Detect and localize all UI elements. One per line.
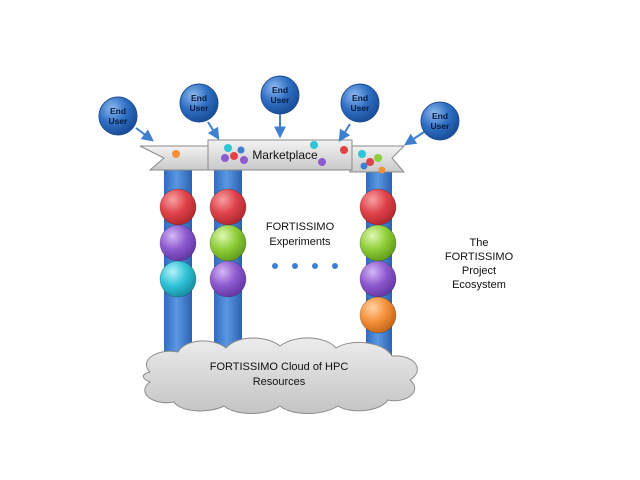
- red-ball: [209, 188, 247, 226]
- hpc-cloud: [142, 337, 418, 414]
- ribbon-dot: [366, 158, 374, 166]
- ribbon-dot: [310, 141, 318, 149]
- orange-ball: [359, 296, 397, 334]
- red-ball: [359, 188, 397, 226]
- end-user-bubble: [420, 101, 460, 141]
- red-ball: [159, 188, 197, 226]
- arrow: [207, 121, 220, 141]
- ellipsis-dots: [272, 263, 338, 269]
- marketplace-ribbon: [139, 139, 406, 174]
- ribbon-dot: [172, 150, 180, 158]
- arrow: [338, 123, 351, 143]
- ribbon-dot: [318, 158, 326, 166]
- ribbon-dot: [221, 154, 229, 162]
- end-user-bubble: [340, 83, 380, 123]
- cyan-ball: [159, 260, 197, 298]
- ribbon-dot: [230, 152, 238, 160]
- ellipsis-dot: [272, 263, 278, 269]
- experiment-balls: [159, 188, 397, 334]
- end-users: [98, 75, 460, 141]
- ellipsis-dot: [332, 263, 338, 269]
- ribbon-dot: [378, 166, 386, 174]
- ribbon-dot: [237, 146, 245, 154]
- ribbon-left-tail: [139, 145, 211, 171]
- green-ball: [209, 224, 247, 262]
- arrow: [404, 131, 425, 146]
- ribbon-dot: [374, 154, 382, 162]
- ellipsis-dot: [292, 263, 298, 269]
- end-user-bubble: [179, 83, 219, 123]
- arrow: [135, 127, 154, 142]
- end-user-bubble: [98, 96, 138, 136]
- arrows: [135, 114, 425, 146]
- ribbon-dot: [224, 144, 232, 152]
- green-ball: [359, 224, 397, 262]
- purple-ball: [159, 224, 197, 262]
- purple-ball: [359, 260, 397, 298]
- ellipsis-dot: [312, 263, 318, 269]
- pillars: [164, 165, 392, 365]
- ribbon-dot: [240, 156, 248, 164]
- ribbon-dot: [340, 146, 348, 154]
- end-user-bubble: [260, 75, 300, 115]
- ribbon-dot: [358, 150, 366, 158]
- ribbon-dot: [360, 162, 368, 170]
- purple-ball: [209, 260, 247, 298]
